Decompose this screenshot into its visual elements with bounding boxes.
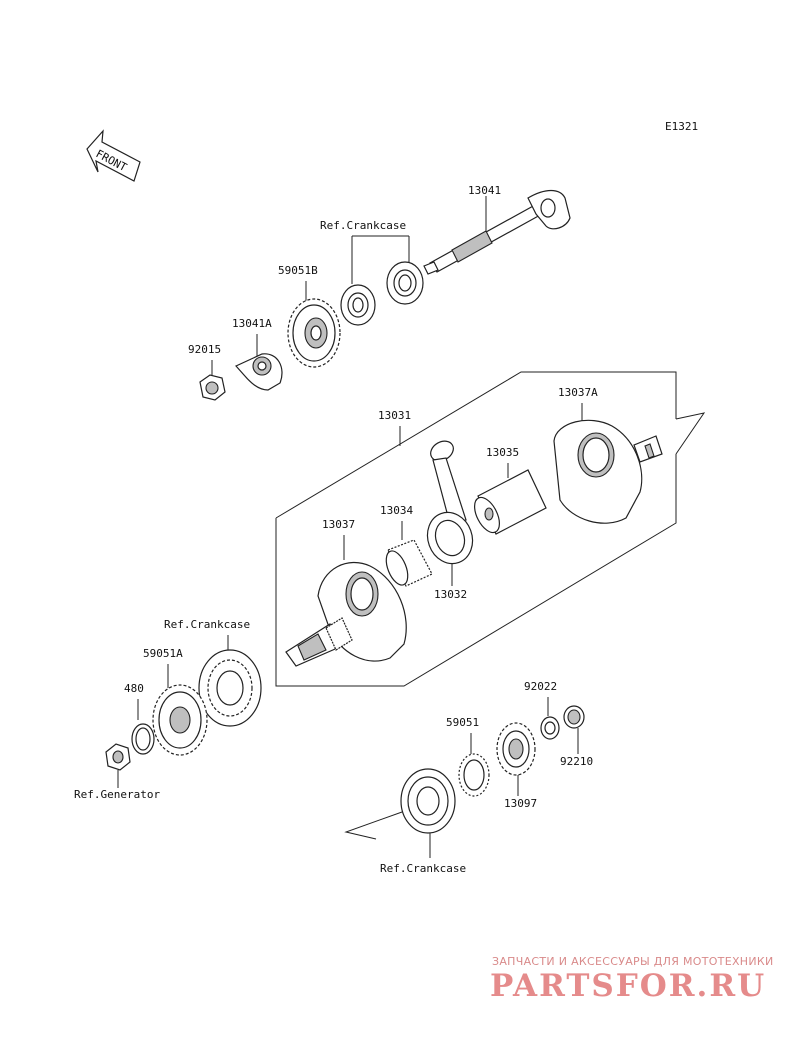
watermark-logo: PARTSFOR.RU — [490, 968, 766, 1004]
label-92015: 92015 — [188, 343, 221, 356]
weight-13041A[interactable] — [235, 353, 283, 391]
bearing-top-left[interactable] — [340, 284, 376, 326]
diagram-code: E1321 — [665, 120, 698, 133]
washer-92022[interactable] — [540, 716, 560, 740]
circlip-480[interactable] — [131, 723, 155, 755]
label-13031: 13031 — [378, 409, 411, 422]
label-ref-crankcase-left: Ref.Crankcase — [164, 618, 250, 631]
label-ref-crankcase-top: Ref.Crankcase — [320, 219, 406, 232]
label-59051B: 59051B — [278, 264, 318, 277]
crank-web-13037A[interactable] — [553, 419, 663, 524]
label-59051A: 59051A — [143, 647, 183, 660]
label-13037: 13037 — [322, 518, 355, 531]
gear-59051[interactable] — [458, 753, 490, 797]
label-13041A: 13041A — [232, 317, 272, 330]
label-13035: 13035 — [486, 446, 519, 459]
label-ref-crankcase-bottom: Ref.Crankcase — [380, 862, 466, 875]
gear-13097[interactable] — [496, 722, 536, 776]
label-92210: 92210 — [560, 755, 593, 768]
needle-bearing-13034[interactable] — [382, 539, 433, 588]
nut-92210[interactable] — [563, 705, 585, 729]
label-ref-generator: Ref.Generator — [74, 788, 160, 801]
nut-92015[interactable] — [199, 374, 226, 401]
bearing-top-right[interactable] — [386, 261, 424, 305]
balancer-shaft-13041[interactable] — [423, 189, 571, 275]
label-13034: 13034 — [380, 504, 413, 517]
label-480: 480 — [124, 682, 144, 695]
bearing-bottom[interactable] — [400, 768, 456, 834]
crank-web-13037[interactable] — [285, 561, 407, 667]
nut-generator[interactable] — [105, 743, 131, 771]
label-59051: 59051 — [446, 716, 479, 729]
label-13041: 13041 — [468, 184, 501, 197]
connecting-rod-13032[interactable] — [420, 437, 479, 570]
gear-59051B[interactable] — [287, 298, 341, 368]
label-13037A: 13037A — [558, 386, 598, 399]
gear-59051A[interactable] — [152, 684, 208, 756]
label-13097: 13097 — [504, 797, 537, 810]
crank-pin-13035[interactable] — [469, 469, 547, 536]
label-13032: 13032 — [434, 588, 467, 601]
bearing-left[interactable] — [198, 649, 262, 727]
watermark-tagline: ЗАПЧАСТИ И АКСЕССУАРЫ ДЛЯ МОТОТЕХНИКИ — [492, 955, 774, 968]
front-arrow-icon: FRONT — [86, 129, 141, 182]
crankshaft-assembly-box — [275, 371, 706, 687]
label-92022: 92022 — [524, 680, 557, 693]
